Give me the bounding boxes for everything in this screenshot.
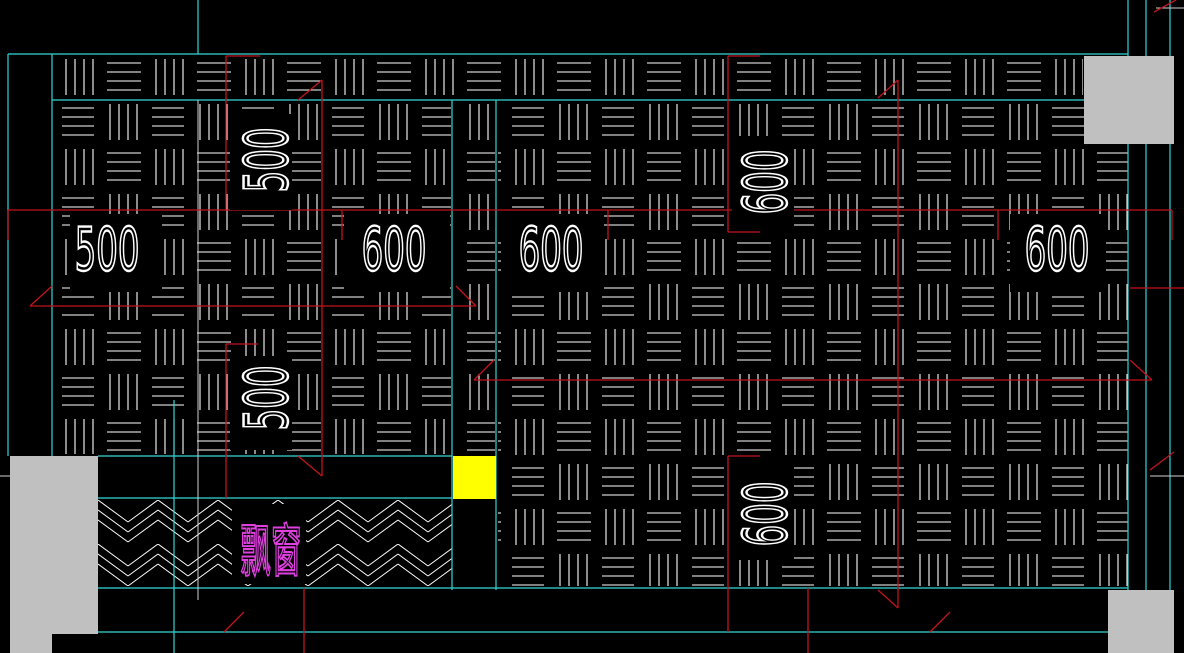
column-bottom-left — [10, 456, 98, 653]
column-top-right — [1084, 56, 1174, 144]
dim-label-right-bottom-vertical: 600 — [732, 482, 801, 547]
dim-label-far-right: 600 — [1025, 216, 1090, 285]
dim-label-right-top-vertical: 600 — [732, 150, 801, 215]
wall-lines — [7, 0, 1171, 653]
dimension-labels: 500 500 600 600 600 600 600 500 — [74, 127, 1091, 548]
highlight-block[interactable] — [453, 456, 496, 499]
room-right-hatch — [498, 102, 1128, 586]
label-backgrounds — [70, 114, 1106, 584]
top-band-hatch — [55, 58, 1083, 98]
dim-label-left-top-vertical: 500 — [233, 128, 302, 193]
structural-columns — [10, 56, 1174, 653]
red-reference-lines — [7, 0, 1184, 653]
bay-window-label: 飘窗 — [240, 517, 301, 584]
column-bottom-right — [1108, 590, 1174, 653]
dim-label-center-left: 600 — [362, 216, 427, 285]
dim-label-center-right: 600 — [519, 216, 584, 285]
dim-label-left-horizontal: 500 — [75, 216, 140, 285]
dim-label-left-bottom-vertical: 500 — [233, 366, 302, 431]
corridor-hatch — [455, 102, 495, 454]
